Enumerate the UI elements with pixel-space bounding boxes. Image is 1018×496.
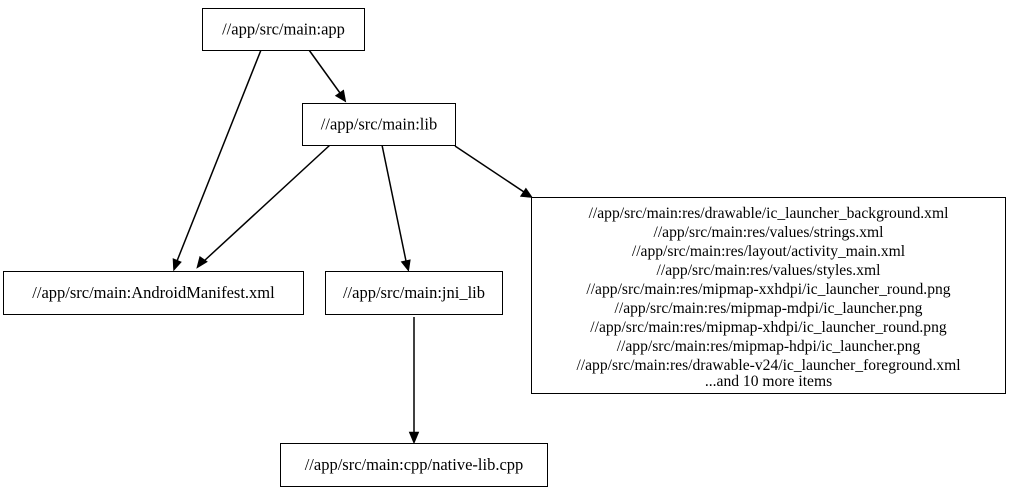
node-native-lib[interactable]: //app/src/main:cpp/native-lib.cpp [279,442,549,488]
edge-jni-lib-to-native-lib [408,317,420,445]
node-resources-line-0: //app/src/main:res/drawable/ic_launcher_… [589,205,949,222]
edge-jni-lib-to-native-lib-arrowhead [408,431,420,445]
node-resources-line-7: //app/src/main:res/mipmap-hdpi/ic_launch… [617,338,921,355]
edge-lib-to-manifest-arrowhead [196,256,208,269]
node-lib[interactable]: //app/src/main:lib [301,102,457,147]
node-app-box[interactable] [201,7,366,52]
node-androidmanifest[interactable]: //app/src/main:AndroidManifest.xml [2,270,305,316]
edge-lib-to-manifest [196,144,331,269]
node-resources-line-9: ...and 10 more items [705,373,832,390]
node-native-lib-box[interactable] [279,442,549,488]
edge-app-to-manifest-line [176,49,262,262]
edge-lib-to-resources-arrowhead [519,187,534,198]
node-resources-line-8: //app/src/main:res/drawable-v24/ic_launc… [576,357,961,374]
edge-app-to-lib [308,49,347,103]
edge-lib-to-jni-lib [381,144,411,272]
node-native-lib-label: //app/src/main:cpp/native-lib.cpp [305,455,524,474]
edge-app-to-manifest-arrowhead [172,258,182,272]
edge-lib-to-jni-lib-line [381,144,407,262]
edge-lib-to-resources [454,145,534,198]
edge-app-to-lib-line [308,49,341,94]
node-resources-line-6: //app/src/main:res/mipmap-xhdpi/ic_launc… [590,319,947,336]
node-resources-line-5: //app/src/main:res/mipmap-mdpi/ic_launch… [615,300,923,317]
node-androidmanifest-box[interactable] [2,270,305,316]
node-jni-lib-label: //app/src/main:jni_lib [343,283,485,302]
node-app[interactable]: //app/src/main:app [201,7,366,52]
edge-app-to-manifest [172,49,262,272]
edge-lib-to-resources-line [454,145,525,193]
node-lib-label: //app/src/main:lib [321,114,437,133]
edge-app-to-lib-arrowhead [334,89,347,103]
node-resources-box[interactable] [530,196,1007,395]
node-resources-line-3: //app/src/main:res/values/styles.xml [657,262,882,279]
node-app-label: //app/src/main:app [222,19,345,38]
node-lib-box[interactable] [301,102,457,147]
node-resources-line-2: //app/src/main:res/layout/activity_main.… [632,243,906,260]
edge-lib-to-jni-lib-arrowhead [400,259,411,272]
node-androidmanifest-label: //app/src/main:AndroidManifest.xml [32,283,275,302]
node-resources[interactable]: //app/src/main:res/drawable/ic_launcher_… [530,196,1007,395]
node-jni-lib-box[interactable] [324,270,504,316]
edge-lib-to-manifest-line [203,144,331,262]
edge-layer [172,49,534,445]
node-jni-lib[interactable]: //app/src/main:jni_lib [324,270,504,316]
node-resources-line-1: //app/src/main:res/values/strings.xml [654,224,885,241]
node-resources-line-4: //app/src/main:res/mipmap-xxhdpi/ic_laun… [586,281,950,298]
node-layer: //app/src/main:app //app/src/main:lib //… [2,7,1007,488]
